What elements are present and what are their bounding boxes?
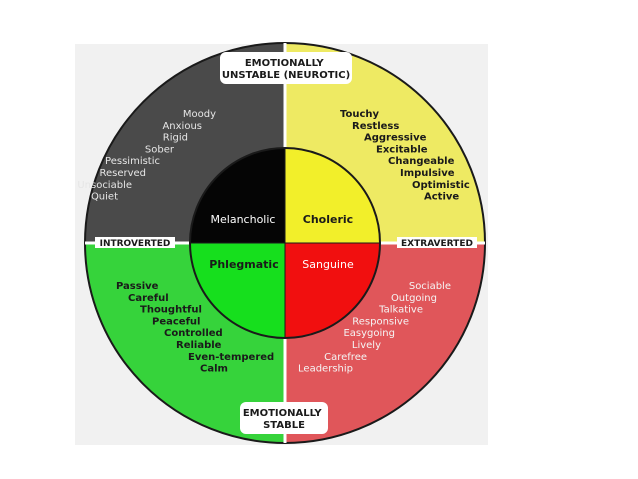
choleric-name: Choleric bbox=[303, 213, 353, 226]
phlegmatic-trait: Even-tempered bbox=[188, 352, 274, 363]
choleric-trait: Impulsive bbox=[400, 168, 455, 179]
sanguine-trait: Sociable bbox=[409, 281, 451, 292]
axis-bottom-label: EMOTIONALLY STABLE bbox=[243, 408, 325, 431]
melancholic-trait: Anxious bbox=[162, 121, 202, 132]
sanguine-traits: SociableOutgoingTalkativeResponsiveEasyg… bbox=[298, 281, 451, 375]
phlegmatic-inner-quadrant bbox=[190, 243, 285, 338]
phlegmatic-trait: Passive bbox=[116, 281, 159, 292]
phlegmatic-trait: Controlled bbox=[164, 328, 223, 339]
axis-top-label-bg bbox=[220, 52, 352, 84]
sanguine-trait: Leadership bbox=[298, 364, 353, 375]
melancholic-inner-quadrant bbox=[190, 148, 285, 243]
melancholic-trait: Rigid bbox=[163, 133, 188, 144]
sanguine-trait: Carefree bbox=[324, 352, 367, 363]
sanguine-trait: Easygoing bbox=[343, 328, 395, 339]
phlegmatic-traits: PassiveCarefulThoughtfulPeacefulControll… bbox=[116, 281, 274, 375]
choleric-inner-quadrant bbox=[285, 148, 380, 243]
sanguine-trait: Outgoing bbox=[391, 293, 437, 304]
phlegmatic-trait: Calm bbox=[200, 364, 228, 375]
axis-top-line-1: EMOTIONALLY bbox=[245, 58, 325, 69]
choleric-trait: Changeable bbox=[388, 156, 455, 167]
melancholic-trait: Moody bbox=[183, 109, 216, 120]
choleric-trait: Touchy bbox=[340, 109, 380, 120]
melancholic-trait: Pessimistic bbox=[105, 156, 160, 167]
phlegmatic-trait: Thoughtful bbox=[140, 305, 202, 316]
phlegmatic-name: Phlegmatic bbox=[209, 258, 278, 271]
axis-right-label: EXTRAVERTED bbox=[401, 239, 473, 249]
choleric-traits: TouchyRestlessAggressiveExcitableChangea… bbox=[340, 109, 470, 203]
axis-top-label: EMOTIONALLY UNSTABLE (NEUROTIC) bbox=[222, 58, 350, 81]
phlegmatic-trait: Peaceful bbox=[152, 316, 200, 327]
melancholic-trait: Unsociable bbox=[77, 180, 132, 191]
axis-left-label-bg bbox=[95, 237, 175, 248]
choleric-trait: Active bbox=[424, 192, 459, 203]
melancholic-trait: Reserved bbox=[99, 168, 146, 179]
choleric-trait: Optimistic bbox=[412, 180, 470, 191]
axis-bottom-line-2: STABLE bbox=[263, 420, 305, 431]
choleric-trait: Excitable bbox=[376, 144, 428, 155]
sanguine-trait: Talkative bbox=[378, 305, 423, 316]
sanguine-trait: Lively bbox=[352, 340, 381, 351]
axis-bottom-line-1: EMOTIONALLY bbox=[243, 408, 323, 419]
phlegmatic-trait: Reliable bbox=[176, 340, 222, 351]
axis-bottom-label-bg bbox=[240, 402, 328, 434]
sanguine-inner-quadrant bbox=[285, 243, 380, 338]
melancholic-traits: MoodyAnxiousRigidSoberPessimisticReserve… bbox=[77, 109, 216, 203]
phlegmatic-trait: Careful bbox=[128, 293, 169, 304]
axis-top-line-2: UNSTABLE (NEUROTIC) bbox=[222, 70, 350, 81]
choleric-trait: Aggressive bbox=[364, 133, 427, 144]
sanguine-name: Sanguine bbox=[302, 258, 354, 271]
choleric-trait: Restless bbox=[352, 121, 399, 132]
melancholic-name: Melancholic bbox=[211, 213, 276, 226]
axis-left-label: INTROVERTED bbox=[100, 239, 171, 249]
axis-right-label-bg bbox=[397, 237, 477, 248]
melancholic-trait: Quiet bbox=[91, 192, 118, 203]
melancholic-trait: Sober bbox=[145, 144, 175, 155]
sanguine-trait: Responsive bbox=[352, 316, 409, 327]
